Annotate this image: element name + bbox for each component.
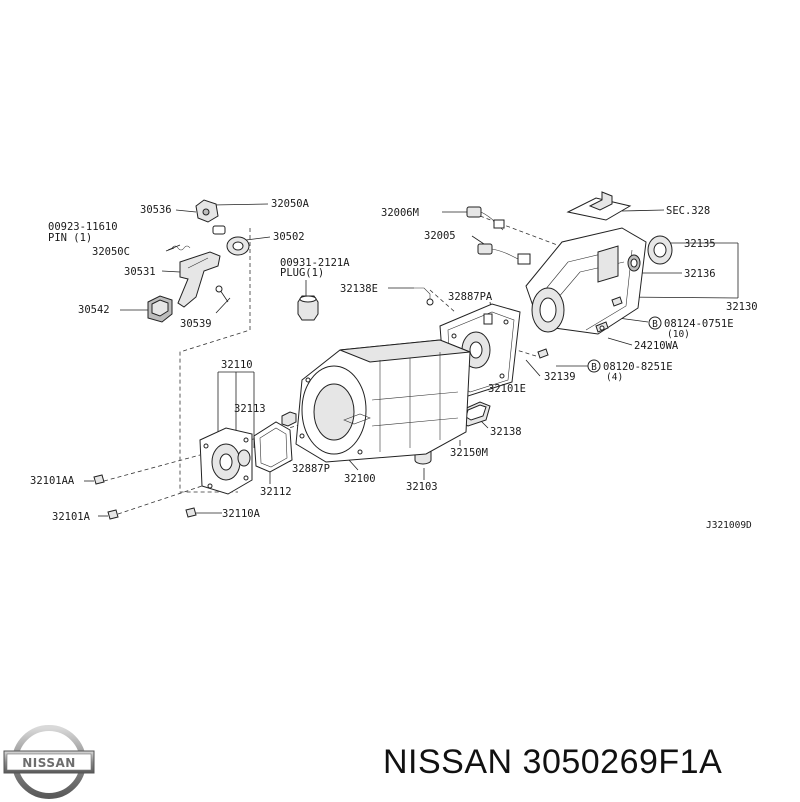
label-32887p: 32887P [292, 463, 330, 475]
label-08120-qty: (4) [606, 372, 623, 383]
speed-sensor-group [466, 206, 531, 265]
label-sec-328: SEC.328 [666, 205, 710, 217]
label-32103: 32103 [406, 481, 438, 493]
label-32050c: 32050C [92, 246, 130, 258]
label-32150m: 32150M [450, 447, 488, 459]
label-32135: 32135 [684, 238, 716, 250]
bolt-marker-08124-letter: B [652, 319, 658, 330]
bolt-marker-08120-letter: B [591, 362, 597, 373]
label-32138: 32138 [490, 426, 522, 438]
shift-assembly-boundary [179, 228, 251, 493]
label-pin-qty: PIN (1) [48, 232, 92, 244]
label-32139: 32139 [544, 371, 576, 383]
rear-extension-housing [525, 191, 673, 359]
label-plug-qty: PLUG(1) [280, 267, 324, 279]
label-00923-11610: 00923-11610 [48, 221, 118, 233]
label-08124-qty: (10) [667, 329, 690, 340]
label-00931-2121a: 00931-2121A [280, 257, 350, 269]
label-32112: 32112 [260, 486, 292, 498]
label-32110a: 32110A [222, 508, 261, 520]
nissan-logo: NISSAN [3, 725, 95, 799]
label-32101a: 32101A [52, 511, 91, 523]
release-bearing-fork-assembly [147, 199, 250, 323]
label-32136: 32136 [684, 268, 716, 280]
label-08120-8251e: 08120-8251E [603, 361, 673, 373]
part-labels: 30536 32050A 00923-11610 PIN (1) 32050C … [30, 198, 758, 531]
label-32101aa: 32101AA [30, 475, 75, 487]
label-30539: 30539 [180, 318, 212, 330]
label-32110: 32110 [221, 359, 253, 371]
diagram-reference-code: J321009D [706, 520, 752, 531]
label-30536: 30536 [140, 204, 172, 216]
transmission-case [295, 339, 471, 463]
label-32005: 32005 [424, 230, 456, 242]
label-30542: 30542 [78, 304, 110, 316]
part-number-title: NISSAN 3050269F1A [383, 743, 723, 781]
label-32887pa: 32887PA [448, 291, 493, 303]
label-32100: 32100 [344, 473, 376, 485]
front-cover-assembly [93, 411, 297, 520]
bolt-marker-08120: B [587, 359, 601, 373]
label-32113: 32113 [234, 403, 266, 415]
plug-00931 [297, 295, 319, 321]
label-32138e: 32138E [340, 283, 378, 295]
label-32101e: 32101E [488, 383, 526, 395]
label-32130: 32130 [726, 301, 758, 313]
label-32006m: 32006M [381, 207, 419, 219]
nissan-logo-text: NISSAN [22, 756, 76, 770]
label-08124-0751e: 08124-0751E [664, 318, 734, 330]
label-30531: 30531 [124, 266, 156, 278]
label-24210wa: 24210WA [634, 340, 679, 352]
label-32050a: 32050A [271, 198, 310, 210]
bolt-marker-08124: B [648, 316, 662, 330]
label-30502: 30502 [273, 231, 305, 243]
